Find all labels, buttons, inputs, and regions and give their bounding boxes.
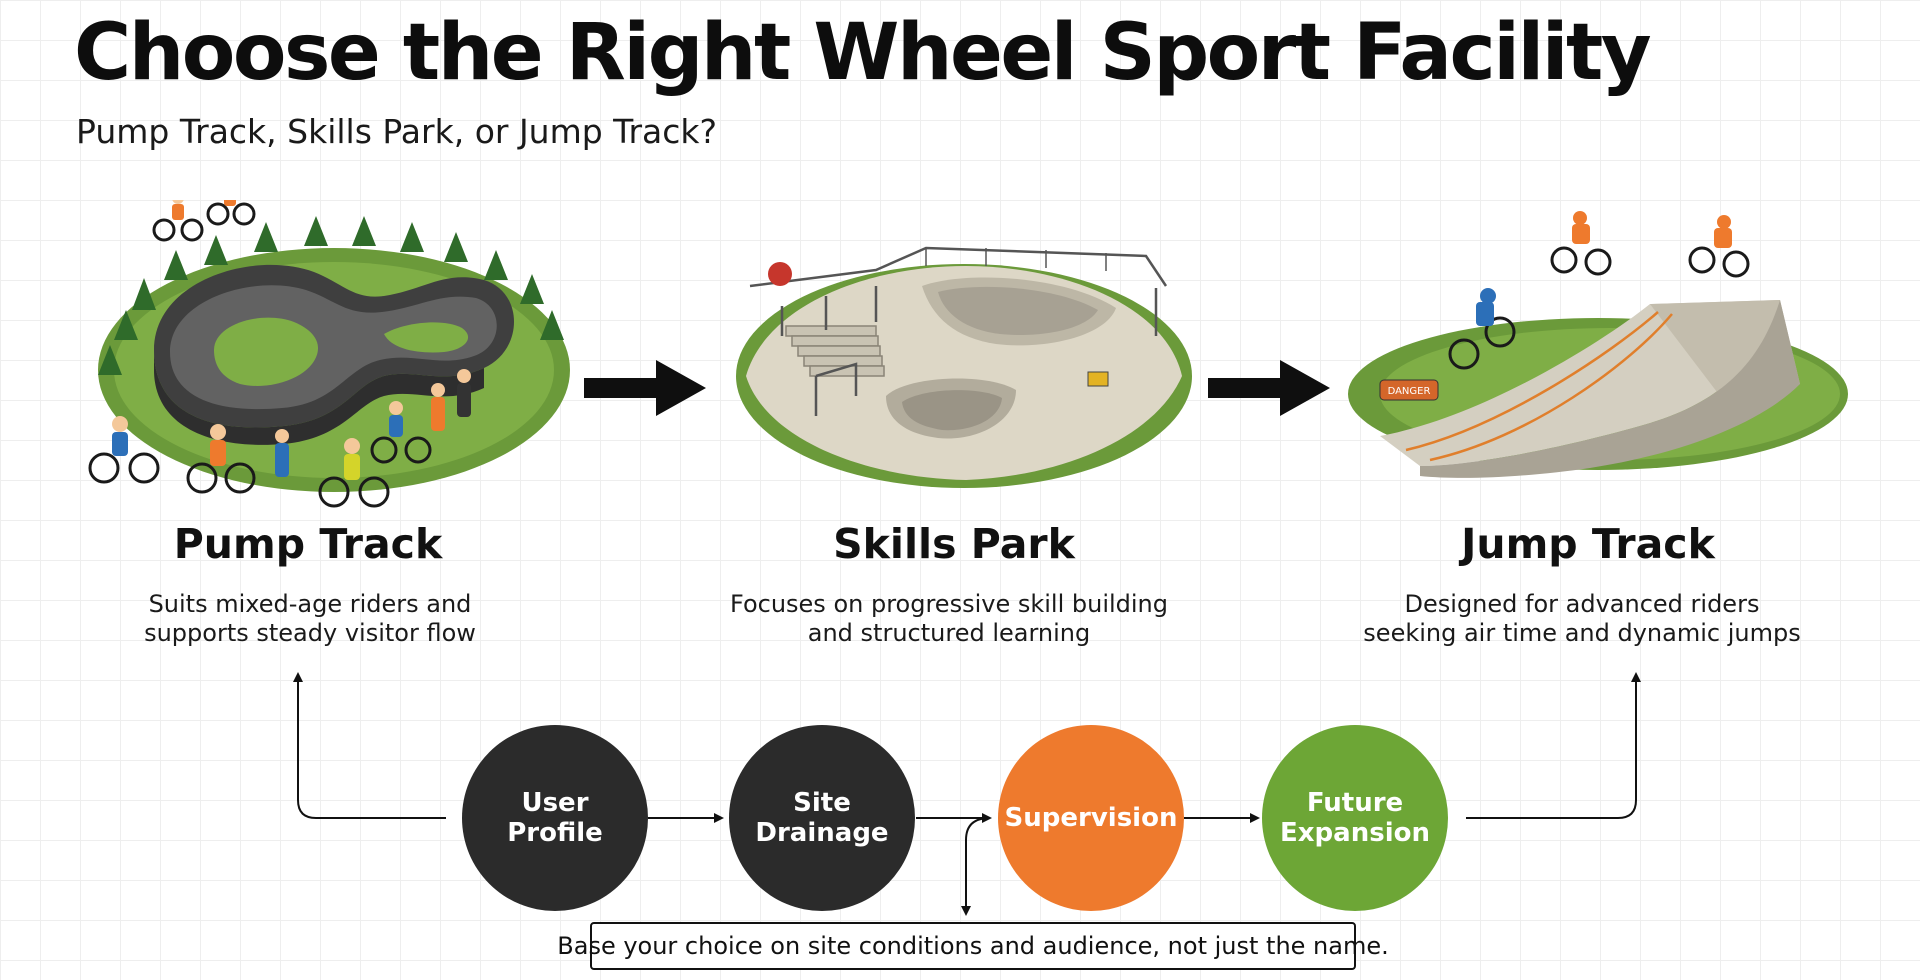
- factor-site-drainage-line1: Site: [793, 788, 851, 818]
- decision-note-text: Base your choice on site conditions and …: [557, 932, 1389, 960]
- danger-sign-text: DANGER: [1388, 386, 1431, 397]
- flow-arrow-1: [584, 360, 706, 416]
- decision-note: Base your choice on site conditions and …: [557, 922, 1389, 970]
- factor-supervision-line1: Supervision: [1004, 803, 1178, 833]
- skills-park-description-line2: and structured learning: [807, 619, 1091, 647]
- jump-track-illustration: DANGER: [1348, 211, 1848, 478]
- pump-track-description: Suits mixed-age riders and supports stea…: [10, 590, 610, 648]
- factor-user-profile-line2: Profile: [507, 818, 603, 848]
- jump-track-description-line1: Designed for advanced riders: [1404, 590, 1760, 618]
- jump-track-title: Jump Track: [1461, 520, 1715, 568]
- pump-track-description-line2: supports steady visitor flow: [144, 619, 476, 647]
- skills-park-title: Skills Park: [833, 520, 1075, 568]
- jump-track-description-line2: seeking air time and dynamic jumps: [1363, 619, 1801, 647]
- skills-park-description-line1: Focuses on progressive skill building: [730, 590, 1168, 618]
- jump-track-description: Designed for advanced riders seeking air…: [1282, 590, 1882, 648]
- factor-site-drainage-line2: Drainage: [755, 818, 889, 848]
- factor-future-expansion-line2: Expansion: [1280, 818, 1430, 848]
- pump-track-description-line1: Suits mixed-age riders and: [148, 590, 472, 618]
- pump-track-illustration: [88, 200, 570, 508]
- skills-park-illustration: [736, 246, 1192, 488]
- pump-track-title: Pump Track: [173, 520, 443, 568]
- factor-user-profile-line1: User: [521, 788, 589, 818]
- connector-to-pump-track: [293, 672, 446, 819]
- skills-park-description: Focuses on progressive skill building an…: [649, 590, 1249, 648]
- page-subtitle: Pump Track, Skills Park, or Jump Track?: [76, 112, 718, 151]
- connector-to-jump-track: [1466, 672, 1641, 819]
- flow-arrow-2: [1208, 360, 1330, 416]
- factor-supervision: Supervision: [998, 725, 1184, 911]
- factor-future-expansion-line1: Future: [1306, 788, 1404, 818]
- page-title: Choose the Right Wheel Sport Facility: [74, 8, 1652, 98]
- connector-to-note: [961, 817, 991, 916]
